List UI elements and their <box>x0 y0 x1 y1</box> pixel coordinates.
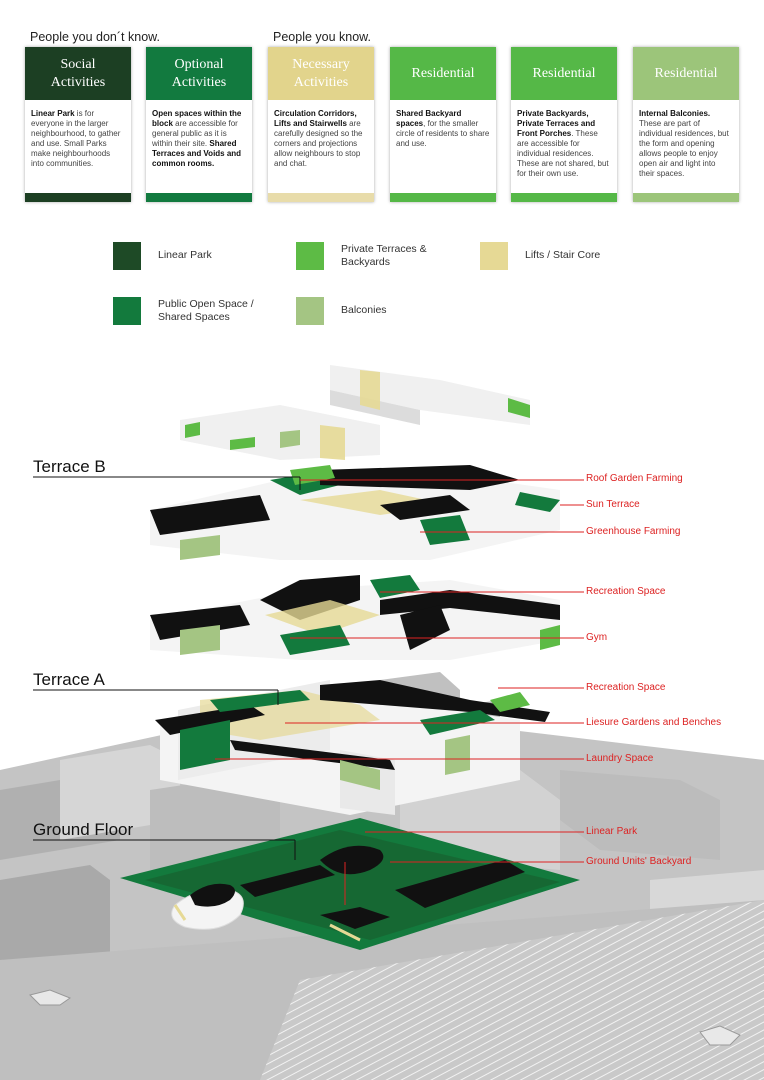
card-color-bar <box>146 193 252 202</box>
card-body-text: , for the smaller circle of residents to… <box>396 119 490 148</box>
legend-label-linear-park: Linear Park <box>158 249 212 261</box>
card-residential-shared: Residential Shared Backyard spaces, for … <box>390 47 496 202</box>
card-title: Necessary Activities <box>268 47 374 100</box>
card-title: Residential <box>390 47 496 100</box>
card-text: Circulation Corridors, Lifts and Stairwe… <box>268 100 374 185</box>
card-color-bar <box>511 193 617 202</box>
header-people-unknown: People you don´t know. <box>30 30 160 44</box>
card-residential-private: Residential Private Backyards, Private T… <box>511 47 617 202</box>
header-people-known: People you know. <box>273 30 371 44</box>
annotation-leisure-gardens: Liesure Gardens and Benches <box>586 717 722 728</box>
annotation-recreation-space-lower: Recreation Space <box>586 682 666 693</box>
card-color-bar <box>25 193 131 202</box>
annotation-sun-terrace: Sun Terrace <box>586 499 640 510</box>
legend-swatch-lifts-stair <box>480 242 508 270</box>
card-text: Private Backyards, Private Terraces and … <box>511 100 617 185</box>
legend-swatch-public-open-space <box>113 297 141 325</box>
card-body-text: are accessible for general public as it … <box>152 119 238 148</box>
card-title: Optional Activities <box>146 47 252 100</box>
ground-floor-title: Ground Floor <box>33 820 134 839</box>
terrace-a-title: Terrace A <box>33 670 105 689</box>
annotation-greenhouse-farming: Greenhouse Farming <box>586 526 681 537</box>
annotation-leaders <box>215 479 584 905</box>
annotation-linear-park: Linear Park <box>586 826 638 837</box>
terrace-b-title: Terrace B <box>33 457 106 476</box>
card-optional-activities: Optional Activities Open spaces within t… <box>146 47 252 202</box>
card-residential-balconies: Residential Internal Balconies. These ar… <box>633 47 739 202</box>
card-bold-text: Private Backyards, Private Terraces and … <box>517 109 596 138</box>
terrain-contours <box>260 900 764 1080</box>
card-bold-text: Shared Backyard spaces <box>396 109 462 128</box>
legend-swatch-balconies <box>296 297 324 325</box>
card-title: Residential <box>511 47 617 100</box>
card-bold-text-2: Shared Terraces and Voids and common roo… <box>152 139 242 168</box>
card-color-bar <box>390 193 496 202</box>
card-color-bar <box>633 193 739 202</box>
gym-level <box>150 575 560 660</box>
legend-swatch-linear-park <box>113 242 141 270</box>
card-body-text: These are part of individual residences,… <box>639 119 729 178</box>
card-text: Open spaces within the block are accessi… <box>146 100 252 185</box>
terrace-b-level <box>150 465 560 560</box>
annotation-gym: Gym <box>586 632 608 643</box>
legend-label-private-terraces: Private Terraces & Backyards <box>341 243 427 268</box>
card-body-text: is for everyone in the larger neighbourh… <box>31 109 121 168</box>
card-text: Linear Park is for everyone in the large… <box>25 100 131 185</box>
card-necessary-activities: Necessary Activities Circulation Corrido… <box>268 47 374 202</box>
ground-floor-site <box>120 818 580 950</box>
annotation-laundry-space: Laundry Space <box>586 753 654 764</box>
card-bold-text: Open spaces within the block <box>152 109 242 128</box>
legend-swatch-private-terraces <box>296 242 324 270</box>
annotation-ground-units-backyard: Ground Units' Backyard <box>586 856 692 867</box>
top-floors <box>180 365 530 460</box>
card-title: Social Activities <box>25 47 131 100</box>
card-text: Internal Balconies. These are part of in… <box>633 100 739 185</box>
legend-label-lifts-stair: Lifts / Stair Core <box>525 249 601 261</box>
card-body-text: . These are accessible for individual re… <box>517 129 609 178</box>
card-text: Shared Backyard spaces, for the smaller … <box>390 100 496 185</box>
card-color-bar <box>268 193 374 202</box>
card-title: Residential <box>633 47 739 100</box>
context-small-buildings <box>29 989 741 1046</box>
card-bold-text: Linear Park <box>31 109 75 118</box>
legend-label-balconies: Balconies <box>341 304 387 316</box>
card-social-activities: Social Activities Linear Park is for eve… <box>25 47 131 202</box>
legend-label-public-open-space: Public Open Space / Shared Spaces <box>158 298 254 323</box>
card-bold-text: Circulation Corridors, Lifts and Stairwe… <box>274 109 357 128</box>
card-body-text: are carefully designed so the corners an… <box>274 119 363 168</box>
card-bold-text: Internal Balconies. <box>639 109 711 118</box>
annotation-recreation-space-upper: Recreation Space <box>586 586 666 597</box>
annotation-roof-garden-farming: Roof Garden Farming <box>586 473 683 484</box>
